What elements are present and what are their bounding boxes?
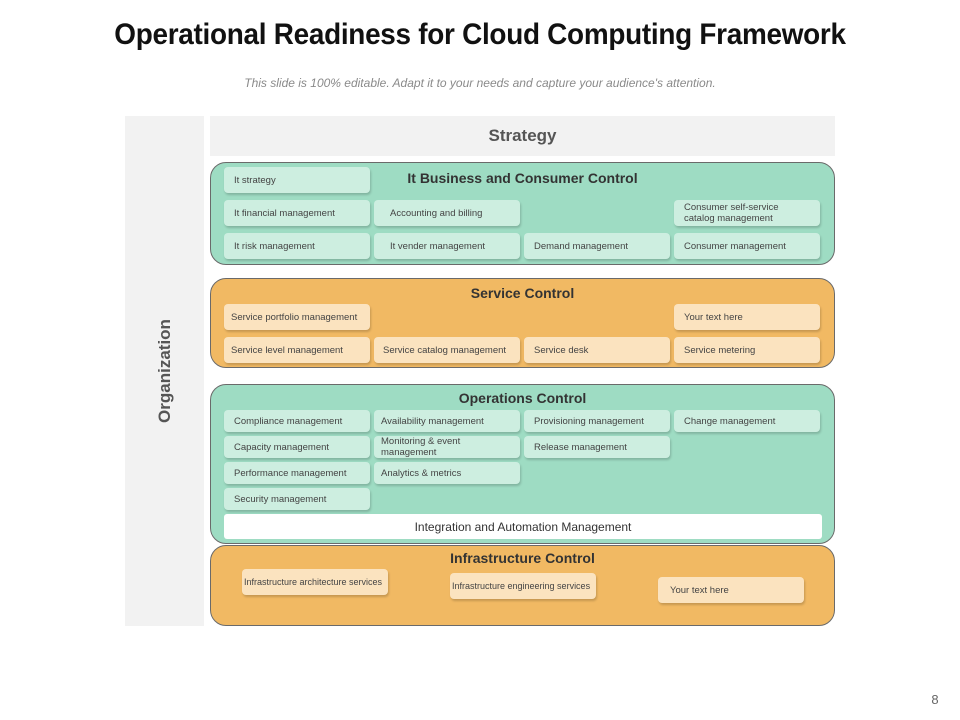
slide-subtitle: This slide is 100% editable. Adapt it to… (244, 76, 716, 90)
business-item: It strategy (224, 167, 370, 193)
business-item: Consumer management (674, 233, 820, 259)
operations-item: Analytics & metrics (374, 462, 520, 484)
service-item: Service level management (224, 337, 370, 363)
operations-control-title: Operations Control (458, 390, 587, 406)
business-control-title: It Business and Consumer Control (407, 170, 638, 186)
infrastructure-item: Infrastructure engineering services (450, 573, 596, 599)
strategy-header: Strategy (210, 116, 835, 156)
service-control-title: Service Control (470, 285, 575, 301)
service-item: Service metering (674, 337, 820, 363)
page-number: 8 (931, 692, 939, 707)
service-item: Service desk (524, 337, 670, 363)
organization-label: Organization (154, 319, 174, 423)
service-item: Service portfolio management (224, 304, 370, 330)
operations-item: Availability management (374, 410, 520, 432)
service-item: Service catalog management (374, 337, 520, 363)
operations-item: Release management (524, 436, 670, 458)
organization-label-wrap: Organization (125, 116, 204, 626)
organization-bar (125, 116, 204, 626)
operations-item: Performance management (224, 462, 370, 484)
infrastructure-control-title: Infrastructure Control (450, 550, 595, 566)
integration-bar: Integration and Automation Management (224, 514, 822, 539)
business-item: It financial management (224, 200, 370, 226)
infrastructure-item: Your text here (658, 577, 804, 603)
operations-item: Monitoring & event management (374, 436, 520, 458)
operations-item: Compliance management (224, 410, 370, 432)
business-item: Accounting and billing (374, 200, 520, 226)
business-item: Consumer self-service catalog management (674, 200, 820, 226)
business-item: It risk management (224, 233, 370, 259)
business-item: Demand management (524, 233, 670, 259)
infrastructure-item: Infrastructure architecture services (242, 569, 388, 595)
operations-item: Provisioning management (524, 410, 670, 432)
operations-item: Security management (224, 488, 370, 510)
operations-item: Change management (674, 410, 820, 432)
operations-item: Capacity management (224, 436, 370, 458)
service-item: Your text here (674, 304, 820, 330)
business-item: It vender management (374, 233, 520, 259)
slide-title: Operational Readiness for Cloud Computin… (114, 18, 846, 51)
